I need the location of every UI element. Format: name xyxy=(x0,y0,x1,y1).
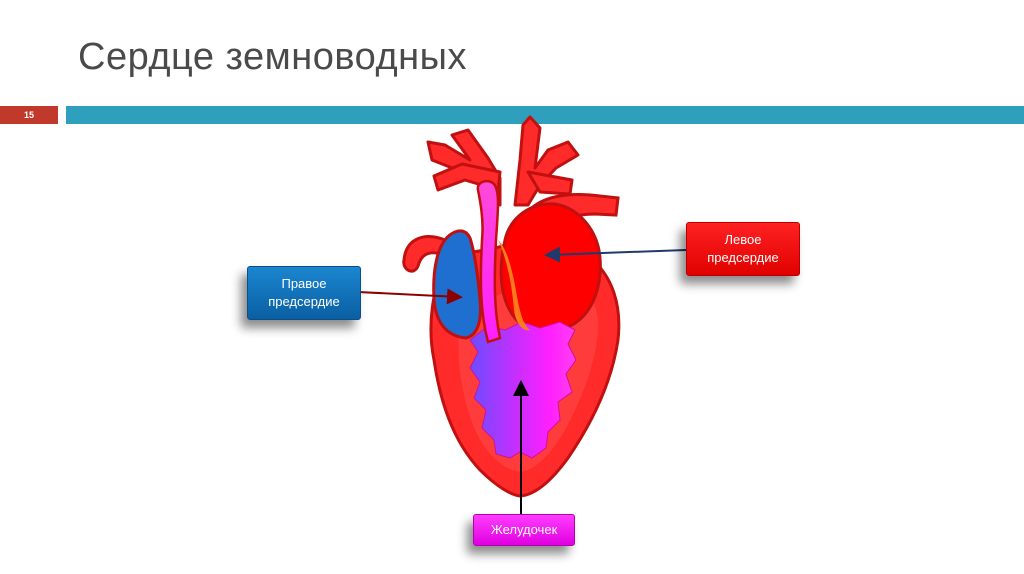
spiral-valve xyxy=(498,240,530,331)
truncus-arteriosus xyxy=(476,179,502,344)
right-atrium-chamber xyxy=(432,229,482,340)
accent-bar xyxy=(66,106,1024,124)
label-right-atrium: Правое предсердие xyxy=(247,266,361,320)
right-side-vessel xyxy=(402,235,448,273)
arrow-right-atrium xyxy=(357,288,463,305)
slide-number: 15 xyxy=(0,106,58,124)
arterial-branches xyxy=(426,115,580,207)
left-atrium-chamber xyxy=(499,202,602,335)
label-ventricle: Желудочек xyxy=(473,514,575,546)
label-left-atrium: Левое предсердие xyxy=(686,222,800,276)
slide-title: Сердце земноводных xyxy=(78,36,467,78)
arrow-left-atrium xyxy=(544,246,687,263)
